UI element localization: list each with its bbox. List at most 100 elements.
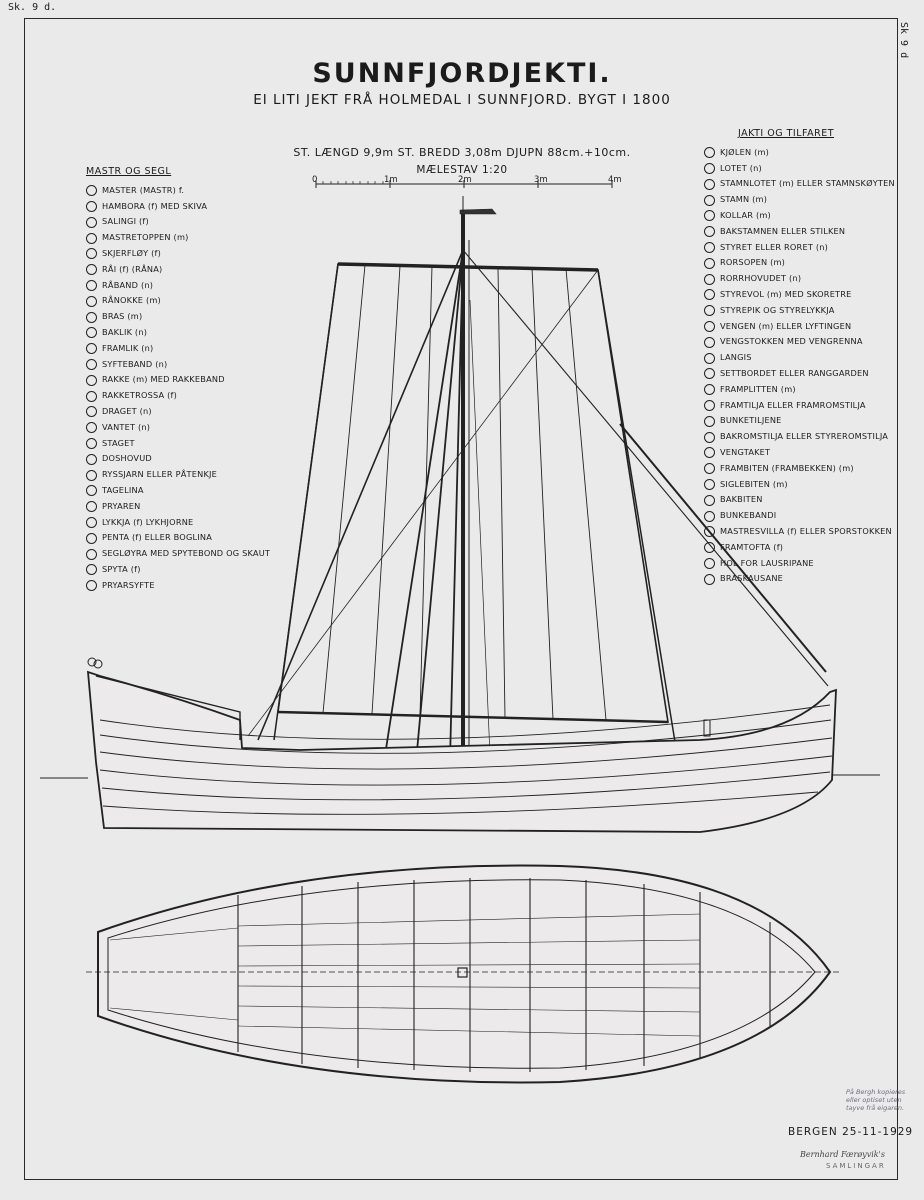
legend-item: SYFTEBAND (n) <box>86 357 276 373</box>
legend-item-label: PENTA (f) ELLER BOGLINA <box>102 532 213 543</box>
legend-item-label: RÅBAND (n) <box>102 279 154 290</box>
legend-item-label: RORRHOVUDET (n) <box>720 273 802 284</box>
legend-number-circle <box>86 200 97 212</box>
legend-number-circle <box>704 289 715 301</box>
legend-item: RÅI (f) (RÅNA) <box>86 262 276 278</box>
legend-item-label: PRYAREN <box>102 500 141 511</box>
legend-item: BUNKEBANDI <box>704 508 894 524</box>
legend-item: RAKKE (m) MED RAKKEBAND <box>86 372 276 388</box>
legend-item-label: STYRET ELLER RORET (n) <box>720 241 829 252</box>
legend-item-label: PRYARSYFTE <box>102 579 155 590</box>
legend-item-label: RORSOPEN (m) <box>720 257 786 268</box>
legend-item-label: MASTRESVILLA (f) ELLER SPORSTOKKEN <box>720 525 892 536</box>
legend-number-circle <box>86 532 97 544</box>
legend-item-label: SETTBORDET ELLER RANGGARDEN <box>720 367 869 378</box>
legend-number-circle <box>86 248 97 260</box>
mast-and-rigging <box>247 196 829 763</box>
legend-number-circle <box>704 542 715 554</box>
scale-label-2: 2m <box>458 175 472 185</box>
legend-item: LANGIS <box>704 350 894 366</box>
legend-number-circle <box>704 226 715 238</box>
legend-item: SALINGI (f) <box>86 214 276 230</box>
drawing-title: SUNNFJORDJEKTI. <box>312 58 612 89</box>
legend-item: HOL FOR LAUSRIPANE <box>704 556 894 572</box>
legend-heading: JAKTI OG TILFARET <box>738 128 835 139</box>
legend-item-label: STAMNLOTET (m) ELLER STAMNSKØYTEN <box>720 178 895 189</box>
legend-number-circle <box>704 194 715 206</box>
legend-number-circle <box>86 232 97 244</box>
legend-item: RAKKETROSSA (f) <box>86 388 276 404</box>
square-sail <box>277 262 669 724</box>
legend-item-label: VENGEN (m) ELLER LYFTINGEN <box>720 320 852 331</box>
legend-number-circle <box>86 390 97 402</box>
collection-signature: Bernhard Færøyvik's <box>800 1150 885 1159</box>
legend-number-circle <box>704 557 715 569</box>
legend-item-label: BAKLIK (n) <box>102 326 148 337</box>
legend-item-label: BAKSTAMNEN ELLER STILKEN <box>720 225 846 236</box>
legend-item-label: STYREVOL (m) MED SKORETRE <box>720 288 852 299</box>
legend-number-circle <box>704 210 715 222</box>
legend-item: SKJERFLØY (f) <box>86 246 276 262</box>
hull-profile <box>40 657 880 833</box>
dimensions-line: ST. LÆNGD 9,9m ST. BREDD 3,08m DJUPN 88c… <box>293 146 631 159</box>
scale-bar <box>315 180 613 188</box>
legend-number-circle <box>704 463 715 475</box>
legend-number-circle <box>704 384 715 396</box>
legend-number-circle <box>704 147 715 159</box>
legend-item: DRAGET (n) <box>86 404 276 420</box>
legend-number-circle <box>704 320 715 332</box>
legend-item: KJØLEN (m) <box>704 145 894 161</box>
legend-item-label: BRASKAUSANE <box>720 573 784 584</box>
legend-item: BRAS (m) <box>86 309 276 325</box>
legend-item-label: VENGTAKET <box>720 446 771 457</box>
legend-item-label: BUNKETILJENE <box>720 415 782 426</box>
scale-label-1: 1m <box>384 175 398 185</box>
legend-item: SEGLØYRA MED SPYTEBOND OG SKAUT <box>86 546 276 562</box>
legend-item: KOLLAR (m) <box>704 208 894 224</box>
legend-item-label: VANTET (n) <box>102 421 151 432</box>
place-and-date: BERGEN 25-11-1929 <box>788 1126 914 1138</box>
legend-number-circle <box>86 437 97 449</box>
legend-item: STYRET ELLER RORET (n) <box>704 240 894 256</box>
legend-number-circle <box>704 162 715 174</box>
legend-number-circle <box>86 343 97 355</box>
legend-item-label: BRAS (m) <box>102 311 143 322</box>
legend-item: DOSHOVUD <box>86 451 276 467</box>
legend-number-circle <box>86 311 97 323</box>
legend-number-circle <box>704 494 715 506</box>
drawing-subtitle: EI LITI JEKT FRÅ HOLMEDAL I SUNNFJORD. B… <box>253 92 671 108</box>
sheet-reference-top-right: Sk 9 d <box>898 22 909 59</box>
legend-item-label: STYREPIK OG STYRELYKKJA <box>720 304 835 315</box>
legend-item: VANTET (n) <box>86 420 276 436</box>
scale-label-3: 3m <box>534 175 548 185</box>
legend-item-label: LYKKJA (f) LYKHJORNE <box>102 516 194 527</box>
legend-item-label: MASTRETOPPEN (m) <box>102 232 189 243</box>
legend-number-circle <box>86 485 97 497</box>
legend-number-circle <box>86 374 97 386</box>
legend-item-label: FRAMTILJA ELLER FRAMROMSTILJA <box>720 399 866 410</box>
legend-item-label: BAKROMSTILJA ELLER STYREROMSTILJA <box>720 431 889 442</box>
legend-item-label: KJØLEN (m) <box>720 146 770 157</box>
legend-item: TAGELINA <box>86 483 276 499</box>
legend-item: VENGEN (m) ELLER LYFTINGEN <box>704 319 894 335</box>
legend-heading: MASTR OG SEGL <box>86 166 172 177</box>
legend-item-label: FRAMBITEN (FRAMBEKKEN) (m) <box>720 462 854 473</box>
legend-number-circle <box>704 257 715 269</box>
legend-number-circle <box>86 501 97 513</box>
legend-item: BUNKETILJENE <box>704 413 894 429</box>
legend-item: PENTA (f) ELLER BOGLINA <box>86 530 276 546</box>
legend-item-label: RÅNOKKE (m) <box>102 295 161 306</box>
legend-item-label: RYSSJARN ELLER PÅTENKJE <box>102 469 218 480</box>
legend-number-circle <box>86 264 97 276</box>
legend-item-label: DRAGET (n) <box>102 405 152 416</box>
legend-item: STAMN (m) <box>704 192 894 208</box>
legend-item-label: SPYTA (f) <box>102 563 141 574</box>
legend-item-label: RAKKE (m) MED RAKKEBAND <box>102 374 225 385</box>
legend-item: FRAMLIK (n) <box>86 341 276 357</box>
legend-item: FRAMPLITTEN (m) <box>704 382 894 398</box>
legend-number-circle <box>704 352 715 364</box>
legend-number-circle <box>704 510 715 522</box>
legend-number-circle <box>704 573 715 585</box>
legend-item: RYSSJARN ELLER PÅTENKJE <box>86 467 276 483</box>
legend-item-label: HOL FOR LAUSRIPANE <box>720 557 814 568</box>
